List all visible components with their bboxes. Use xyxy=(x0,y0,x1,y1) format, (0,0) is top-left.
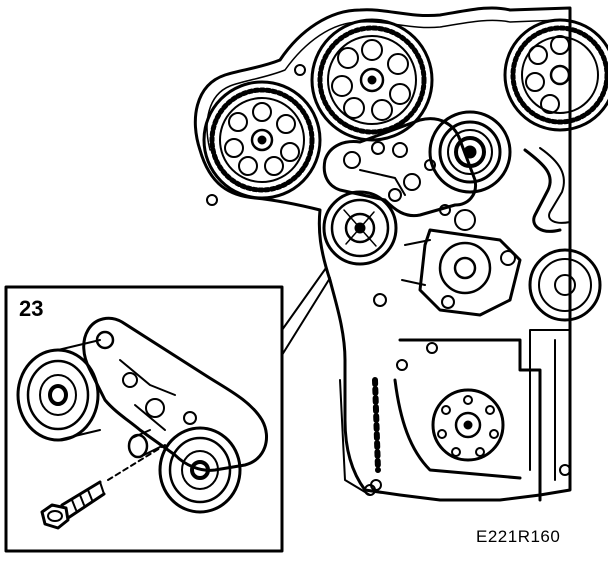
tensioner-pulley xyxy=(428,110,512,194)
timing-chain xyxy=(370,377,522,491)
idler-pulley xyxy=(322,190,398,266)
lower-cover xyxy=(339,329,571,502)
camshaft-sprocket-left xyxy=(202,80,322,200)
inset-number-label: 23 xyxy=(19,296,44,321)
camshaft-sprocket-middle xyxy=(310,18,434,142)
camshaft-sprocket-right xyxy=(503,18,608,132)
inset-leader-lines xyxy=(281,267,331,356)
water-pump xyxy=(401,209,522,317)
inset-pulley-right xyxy=(158,426,242,514)
inset-pulley-left xyxy=(16,339,101,442)
figure-id-label: E221R160 xyxy=(476,527,561,546)
crankshaft-sprocket xyxy=(431,388,505,462)
tensioner-bracket xyxy=(322,117,478,218)
engine-cover-outline xyxy=(193,6,572,502)
belt-guide xyxy=(523,147,571,233)
inset-washer xyxy=(127,429,163,459)
inset-frame xyxy=(4,285,284,553)
right-pulley xyxy=(528,248,602,322)
inset-bolt xyxy=(40,444,166,530)
inset-tensioner-bracket xyxy=(82,316,268,472)
